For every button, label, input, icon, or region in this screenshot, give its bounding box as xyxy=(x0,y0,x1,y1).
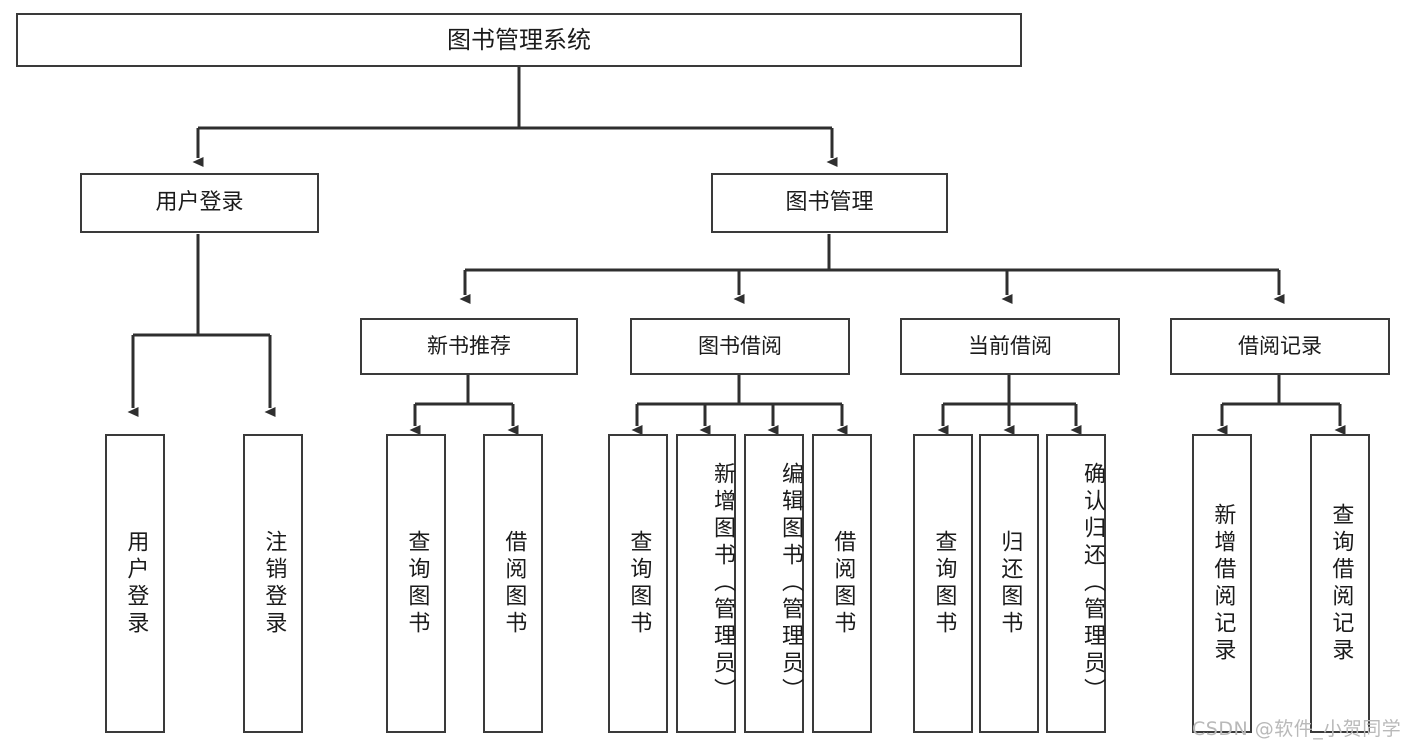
node-label: 借阅图书 xyxy=(501,529,527,638)
leaf-confirm-return-admin[interactable]: 确认归还（管理员） xyxy=(1046,434,1106,733)
leaf-edit-book-admin[interactable]: 编辑图书（管理员） xyxy=(744,434,804,733)
node-user-login[interactable]: 用户登录 xyxy=(80,173,319,233)
node-new-book-recommend[interactable]: 新书推荐 xyxy=(360,318,578,375)
leaf-add-book-admin[interactable]: 新增图书（管理员） xyxy=(676,434,736,733)
node-label: 当前借阅 xyxy=(968,333,1052,358)
node-label: 借阅图书 xyxy=(830,529,856,638)
leaf-return-book[interactable]: 归还图书 xyxy=(979,434,1039,733)
node-label: 确认归还（管理员） xyxy=(1080,462,1105,705)
leaf-borrow-book-recommend[interactable]: 借阅图书 xyxy=(483,434,543,733)
node-label: 归还图书 xyxy=(997,529,1023,638)
node-label: 查询图书 xyxy=(626,529,652,638)
node-label: 用户登录 xyxy=(123,529,149,638)
node-label: 查询图书 xyxy=(931,529,957,638)
node-label: 查询图书 xyxy=(404,529,430,638)
node-borrow-record[interactable]: 借阅记录 xyxy=(1170,318,1390,375)
node-label: 图书管理 xyxy=(785,189,874,215)
node-label: 新增图书（管理员） xyxy=(710,462,735,705)
leaf-query-book-recommend[interactable]: 查询图书 xyxy=(386,434,446,733)
node-book-borrow[interactable]: 图书借阅 xyxy=(630,318,850,375)
leaf-logout[interactable]: 注销登录 xyxy=(243,434,303,733)
leaf-query-borrow-record[interactable]: 查询借阅记录 xyxy=(1310,434,1370,733)
leaf-query-book[interactable]: 查询图书 xyxy=(608,434,668,733)
node-label: 查询借阅记录 xyxy=(1328,502,1354,665)
leaf-add-borrow-record[interactable]: 新增借阅记录 xyxy=(1192,434,1252,733)
node-label: 用户登录 xyxy=(155,189,244,215)
node-label: 图书借阅 xyxy=(698,333,782,358)
node-label: 编辑图书（管理员） xyxy=(778,462,803,705)
node-root-system[interactable]: 图书管理系统 xyxy=(16,13,1022,67)
leaf-user-login[interactable]: 用户登录 xyxy=(105,434,165,733)
node-label: 借阅记录 xyxy=(1238,333,1322,358)
node-current-borrow[interactable]: 当前借阅 xyxy=(900,318,1120,375)
node-label: 新书推荐 xyxy=(427,333,511,358)
node-label: 新增借阅记录 xyxy=(1210,502,1236,665)
leaf-borrow-book[interactable]: 借阅图书 xyxy=(812,434,872,733)
node-label: 图书管理系统 xyxy=(447,25,591,54)
leaf-query-book-current[interactable]: 查询图书 xyxy=(913,434,973,733)
node-book-management[interactable]: 图书管理 xyxy=(711,173,948,233)
csdn-watermark: CSDN @软件_小贺同学 xyxy=(1192,718,1402,740)
node-label: 注销登录 xyxy=(261,529,287,638)
